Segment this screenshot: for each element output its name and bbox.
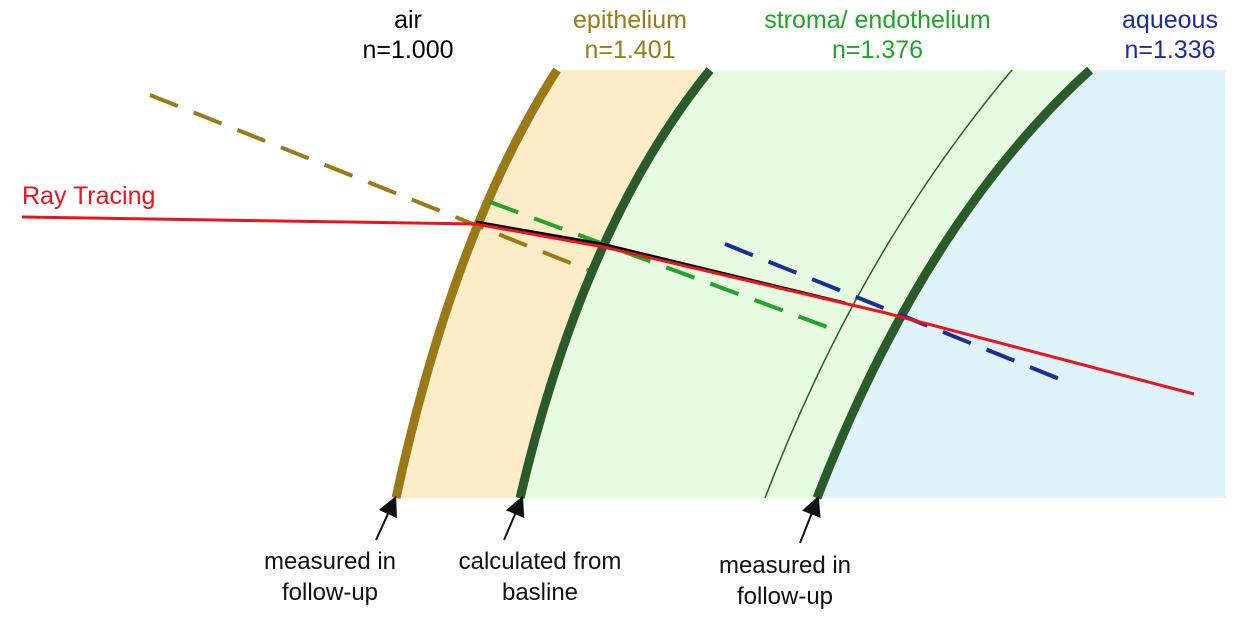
- stroma-label: stroma/ endothelium n=1.376: [735, 5, 1020, 65]
- ray-tracing-line: [21, 215, 1195, 396]
- aqueous-index: n=1.336: [1124, 36, 1216, 64]
- epithelium-region: [396, 70, 710, 498]
- annotation-note-3: measured in follow-up: [695, 550, 875, 612]
- epithelium-name: epithelium: [573, 6, 687, 34]
- annotation-arrow-1: [375, 495, 397, 541]
- aqueous-label: aqueous n=1.336: [1100, 5, 1240, 65]
- stroma-index: n=1.376: [831, 36, 924, 64]
- epithelium-refraction-dashed-line: [489, 200, 831, 330]
- annotation-note-1: measured in follow-up: [240, 546, 420, 608]
- annotation-note-2-line1: calculated from: [458, 548, 622, 575]
- annotation-note-3-line1: measured in: [718, 552, 852, 579]
- ray-tracing-label: Ray Tracing: [22, 182, 156, 210]
- baseline-posterior-boundary: [764, 69, 1013, 499]
- anterior-surface-boundary: [391, 67, 561, 499]
- air-name: air: [394, 6, 422, 34]
- annotation-note-2-line2: basline: [501, 579, 579, 606]
- posterior-surface-boundary: [812, 66, 1094, 500]
- annotation-arrow-2: [503, 495, 525, 541]
- annotation-arrow-3: [799, 495, 821, 544]
- epithelium-index: n=1.401: [584, 36, 676, 64]
- air-label: air n=1.000: [348, 5, 468, 65]
- epithelium-stroma-boundary: [515, 67, 714, 500]
- annotation-note-2: calculated from basline: [430, 546, 650, 608]
- aqueous-region: [817, 70, 1225, 498]
- annotation-note-3-line2: follow-up: [736, 583, 834, 610]
- stroma-name: stroma/ endothelium: [764, 6, 991, 34]
- stroma-region: [520, 70, 1090, 498]
- air-index: n=1.000: [362, 36, 454, 64]
- air-refraction-dashed-line: [149, 93, 589, 272]
- aqueous-refraction-dashed-line: [724, 242, 1063, 382]
- annotation-note-1-line1: measured in: [263, 548, 397, 575]
- aqueous-name: aqueous: [1122, 6, 1218, 34]
- annotation-note-1-line2: follow-up: [281, 579, 379, 606]
- epithelium-label: epithelium n=1.401: [555, 5, 705, 65]
